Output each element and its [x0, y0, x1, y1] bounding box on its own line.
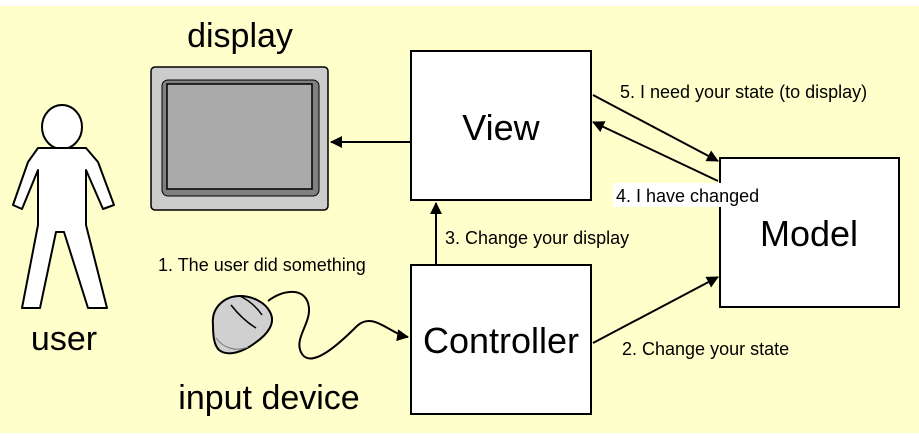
model-box-label: Model: [760, 213, 858, 254]
arrow-model-to-view: [592, 121, 719, 182]
controller-box-label: Controller: [423, 320, 579, 361]
monitor-icon: [150, 66, 329, 211]
arrow-controller-to-model: [592, 276, 719, 344]
model-box: Model: [719, 157, 900, 308]
mouse-cable: [267, 290, 409, 360]
message-4: 4. I have changed: [616, 186, 759, 206]
controller-box: Controller: [410, 264, 592, 415]
mouse-icon: [211, 295, 274, 355]
message-5: 5. I need your state (to display): [620, 82, 867, 102]
user-label: user: [31, 320, 97, 358]
message-3: 3. Change your display: [445, 228, 629, 248]
arrow-view-to-model: [592, 94, 719, 162]
display-label: display: [187, 17, 293, 55]
message-1: 1. The user did something: [158, 255, 366, 275]
message-2: 2. Change your state: [622, 339, 789, 359]
view-box: View: [410, 50, 592, 201]
person-icon: [12, 104, 115, 309]
message-4-backdrop: [613, 183, 776, 207]
view-box-label: View: [462, 107, 540, 148]
input-device-label: input device: [178, 379, 359, 417]
